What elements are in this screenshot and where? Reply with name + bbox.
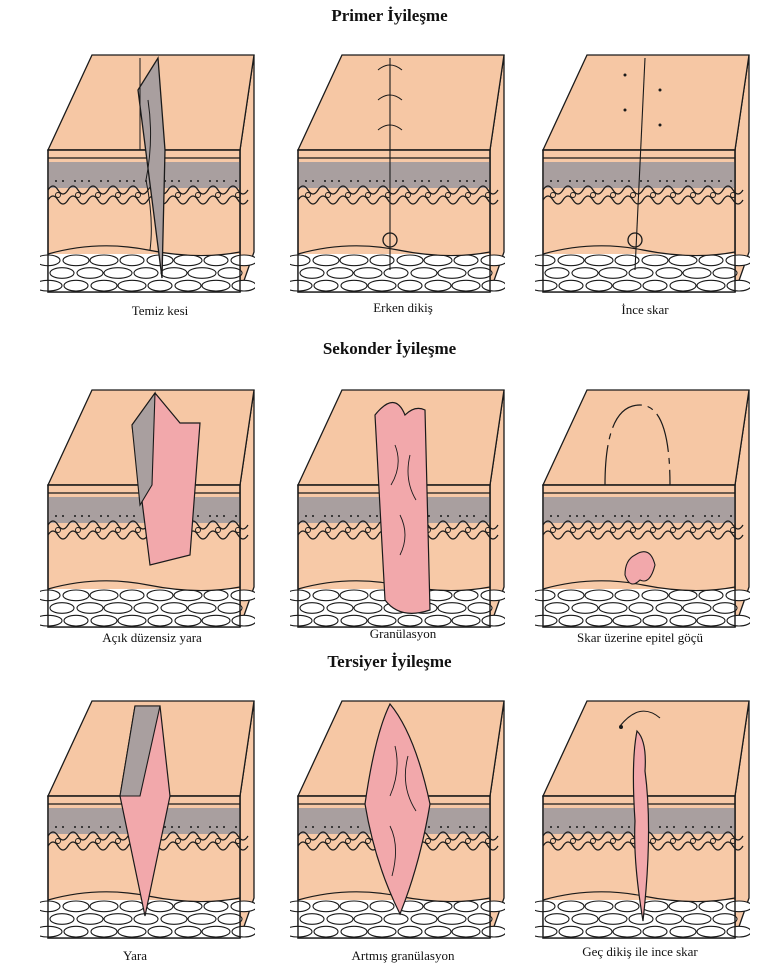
section-title-secondary: Sekonder İyileşme: [0, 339, 779, 359]
granulation-diagram-svg: [290, 365, 505, 630]
increased-granulation-diagram-svg: [290, 676, 505, 941]
epithelial-migration-diagram: [535, 365, 750, 630]
thin-scar-diagram-svg: [535, 30, 750, 295]
wound-diagram: [40, 676, 255, 941]
increased-granulation-diagram: [290, 676, 505, 941]
caption-open-wound: Açık düzensiz yara: [32, 630, 272, 646]
wound-diagram-svg: [40, 676, 255, 941]
caption-early-suture: Erken dikiş: [283, 300, 523, 316]
granulation-diagram: [290, 365, 505, 630]
section-title-primary: Primer İyileşme: [0, 6, 779, 26]
caption-tertiary-wound: Yara: [15, 948, 255, 964]
open-irregular-wound-diagram: [40, 365, 255, 630]
delayed-suture-scar-diagram: [535, 676, 750, 941]
open-irregular-wound-diagram-svg: [40, 365, 255, 630]
section-title-tertiary: Tersiyer İyileşme: [0, 652, 779, 672]
caption-epithelial-migration: Skar üzerine epitel göçü: [520, 630, 760, 646]
early-suture-diagram-svg: [290, 30, 505, 295]
caption-thin-scar: İnce skar: [525, 302, 765, 318]
clean-incision-diagram: [40, 30, 255, 295]
caption-granulation: Granülasyon: [283, 626, 523, 642]
caption-clean-cut: Temiz kesi: [40, 303, 280, 319]
thin-scar-diagram: [535, 30, 750, 295]
caption-increased-granulation: Artmış granülasyon: [283, 948, 523, 964]
epithelial-migration-diagram-svg: [535, 365, 750, 630]
early-suture-diagram: [290, 30, 505, 295]
clean-incision-diagram-svg: [40, 30, 255, 295]
caption-delayed-suture: Geç dikiş ile ince skar: [520, 944, 760, 960]
delayed-suture-scar-diagram-svg: [535, 676, 750, 941]
